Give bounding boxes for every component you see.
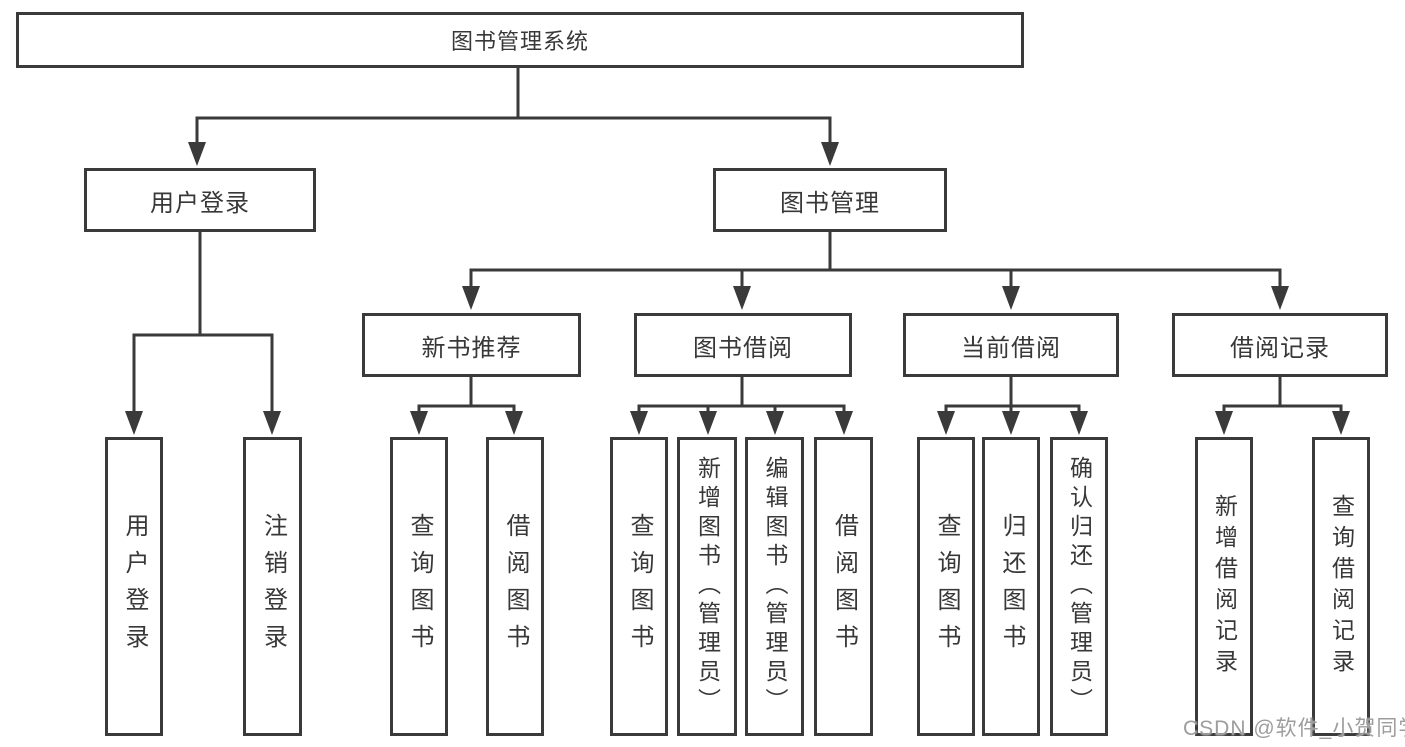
node-book-borrowing: 图书借阅 [634, 313, 852, 377]
node-query-books-recommend: 查询图书 [390, 437, 448, 736]
node-label: 查询借阅记录 [1328, 493, 1355, 680]
node-label: 图书管理系统 [450, 29, 589, 54]
node-label: 新书推荐 [421, 334, 522, 362]
node-edit-book-admin: 编辑图书（管理员） [745, 437, 804, 736]
node-borrowing-records: 借阅记录 [1172, 313, 1388, 377]
node-user-login-leaf: 用户登录 [105, 437, 163, 736]
node-label: 新增借阅记录 [1211, 493, 1238, 680]
node-label: 注销登录 [259, 512, 287, 661]
node-label: 查询图书 [406, 512, 433, 661]
node-query-books-current: 查询图书 [917, 437, 975, 736]
node-label: 借阅图书 [502, 512, 529, 661]
node-add-book-admin: 新增图书（管理员） [677, 437, 737, 736]
node-add-borrow-record: 新增借阅记录 [1195, 437, 1253, 736]
node-library-management-system: 图书管理系统 [16, 12, 1024, 68]
node-current-borrowing: 当前借阅 [903, 313, 1119, 377]
node-label: 借阅图书 [830, 512, 858, 661]
node-label: 图书借阅 [693, 334, 793, 362]
node-label: 借阅记录 [1230, 334, 1330, 362]
node-label: 新增图书（管理员） [694, 456, 721, 717]
node-label: 查询图书 [626, 512, 653, 661]
csdn-watermark: CSDN @软件_小贺同学 [1183, 717, 1405, 740]
node-return-books: 归还图书 [982, 437, 1040, 736]
node-confirm-return-admin: 确认归还（管理员） [1050, 437, 1108, 736]
node-label: 归还图书 [998, 512, 1025, 661]
node-label: 图书管理 [780, 189, 880, 217]
node-label: 当前借阅 [961, 334, 1061, 362]
node-query-borrow-record: 查询借阅记录 [1312, 437, 1370, 736]
node-logout: 注销登录 [243, 437, 302, 736]
arrowhead-icons [125, 142, 1350, 435]
node-query-books-borrow: 查询图书 [610, 437, 668, 736]
node-label: 查询图书 [933, 512, 960, 661]
node-borrow-books-recommend: 借阅图书 [486, 437, 544, 736]
node-label: 确认归还（管理员） [1066, 456, 1093, 717]
node-label: 用户登录 [121, 512, 148, 661]
node-label: 用户登录 [150, 189, 250, 217]
node-new-book-recommendation: 新书推荐 [362, 313, 581, 377]
node-user-login: 用户登录 [84, 168, 316, 232]
node-book-management: 图书管理 [713, 168, 947, 232]
node-label: 编辑图书（管理员） [762, 456, 788, 717]
node-borrow-books: 借阅图书 [814, 437, 873, 736]
